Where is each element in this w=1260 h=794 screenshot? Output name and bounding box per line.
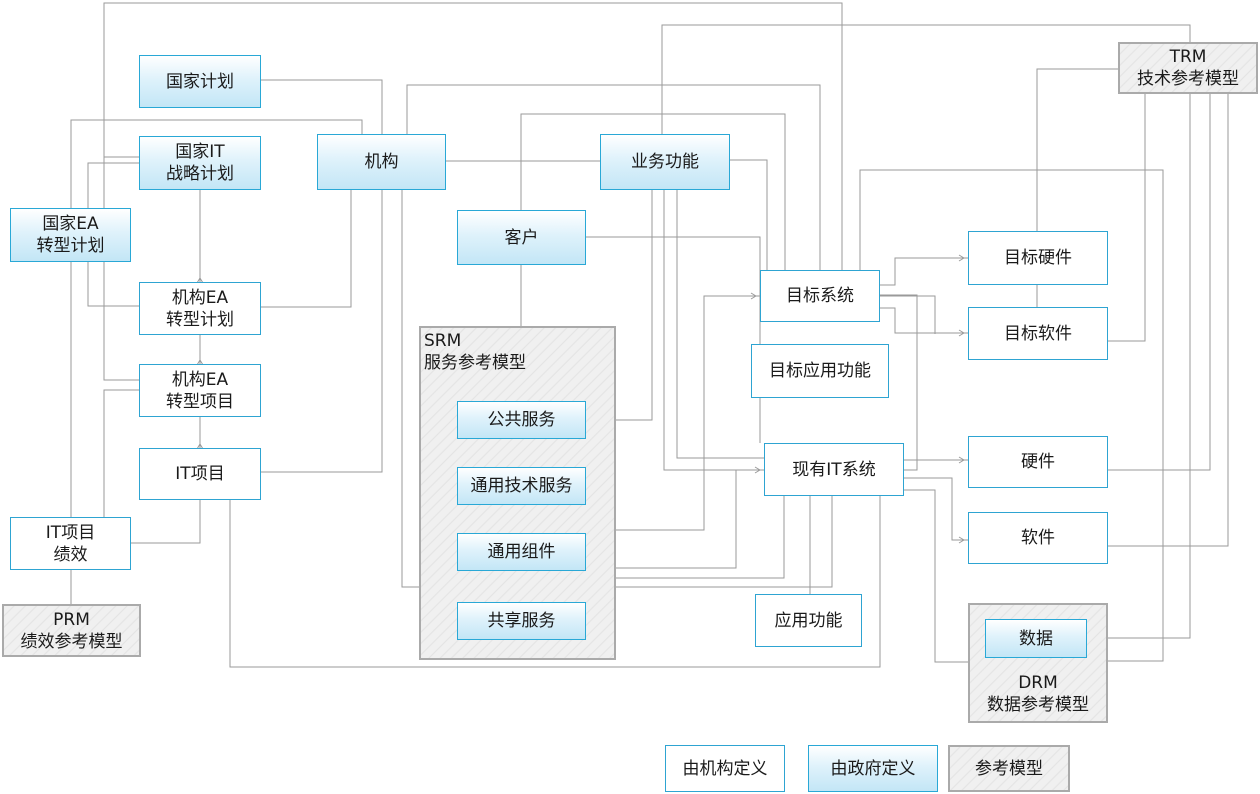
- agency-ea-plan-box[interactable]: 机构EA 转型计划: [139, 282, 261, 335]
- legend-ref-model: 参考模型: [948, 745, 1070, 792]
- it-project-performance-box[interactable]: IT项目 绩效: [10, 517, 131, 570]
- national-ea-plan-box[interactable]: 国家EA 转型计划: [10, 208, 131, 262]
- national-it-strategy-box[interactable]: 国家IT 战略计划: [139, 136, 261, 190]
- public-service-box[interactable]: 公共服务: [457, 401, 586, 439]
- target-system-box[interactable]: 目标系统: [760, 270, 880, 322]
- app-function-box[interactable]: 应用功能: [755, 594, 862, 647]
- drm-label: DRM 数据参考模型: [987, 673, 1089, 715]
- trm-box[interactable]: TRM 技术参考模型: [1118, 42, 1258, 94]
- agency-ea-project-box[interactable]: 机构EA 转型项目: [139, 364, 261, 417]
- legend-gov-defined: 由政府定义: [808, 745, 938, 792]
- target-software-box[interactable]: 目标软件: [968, 307, 1108, 360]
- target-hardware-box[interactable]: 目标硬件: [968, 231, 1108, 285]
- srm-label: SRM 服务参考模型: [424, 331, 526, 373]
- customer-box[interactable]: 客户: [457, 210, 586, 265]
- data-box[interactable]: 数据: [985, 619, 1087, 658]
- shared-service-box[interactable]: 共享服务: [457, 602, 586, 640]
- common-tech-service-box[interactable]: 通用技术服务: [457, 467, 586, 505]
- business-function-box[interactable]: 业务功能: [600, 134, 730, 190]
- it-project-box[interactable]: IT项目: [139, 448, 261, 500]
- software-box[interactable]: 软件: [968, 512, 1108, 564]
- target-app-function-box[interactable]: 目标应用功能: [751, 344, 889, 398]
- hardware-box[interactable]: 硬件: [968, 436, 1108, 488]
- agency-box[interactable]: 机构: [317, 134, 446, 190]
- national-plan-box[interactable]: 国家计划: [139, 55, 261, 108]
- legend-org-defined: 由机构定义: [665, 745, 785, 792]
- common-component-box[interactable]: 通用组件: [457, 533, 586, 571]
- existing-it-system-box[interactable]: 现有IT系统: [764, 443, 904, 496]
- prm-box[interactable]: PRM 绩效参考模型: [2, 604, 141, 657]
